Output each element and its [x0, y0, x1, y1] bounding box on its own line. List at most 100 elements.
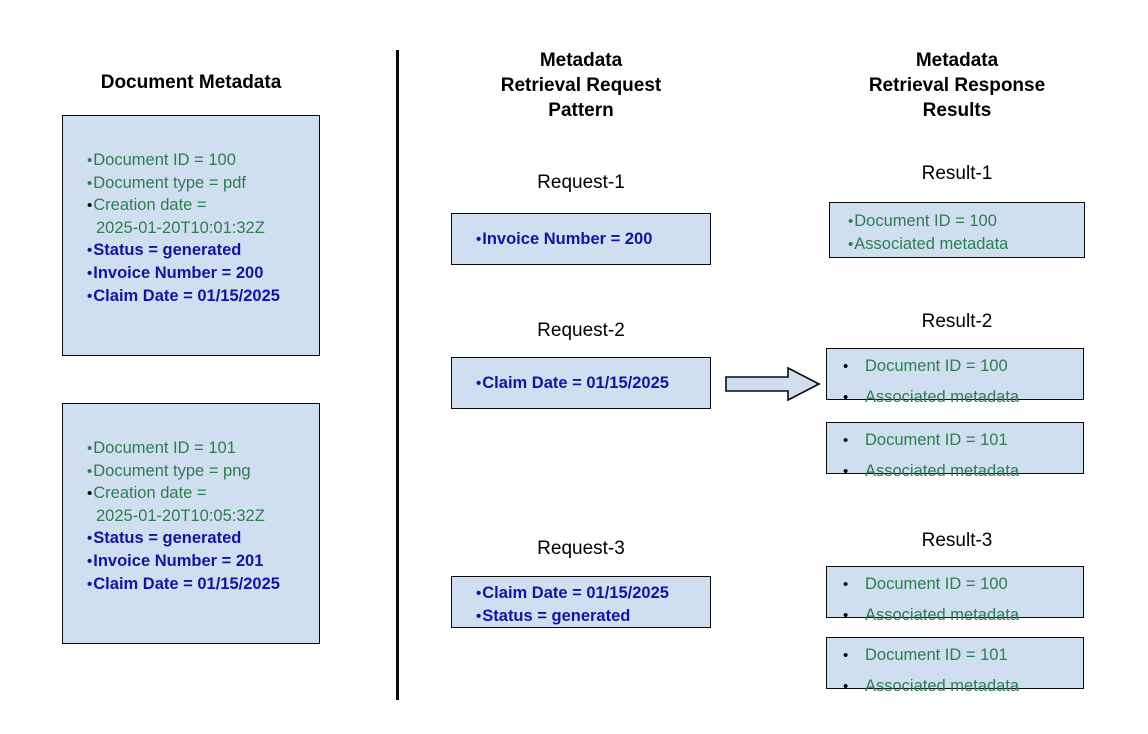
result-3-box-1-content: • Document ID = 100• Associated metadata — [827, 567, 1083, 632]
arrow-icon — [725, 366, 821, 402]
result-2-box-2: • Document ID = 101 • Associated metadata — [826, 422, 1084, 480]
document-metadata-box-2: •Document ID = 101•Document type = png•C… — [62, 403, 320, 644]
bullet-icon: • — [476, 231, 482, 248]
request-2-item-0-label: Claim Date = 01/15/2025 — [482, 374, 669, 392]
result-2-box-1-item-1-label: Associated metadata — [865, 388, 1020, 407]
result-2-box-2-item-1-label: Associated metadata — [865, 462, 1020, 481]
result-1-box-1-content: •Document ID = 100•Associated metadata — [830, 203, 1084, 255]
document-metadata-0-item-1: •Document type = pdf — [87, 172, 319, 195]
document-metadata-0-item-2: •Creation date = — [87, 194, 319, 217]
document-metadata-1-item-1-label: Document type = png — [93, 461, 251, 480]
bullet-icon: • — [87, 552, 93, 570]
result-label-3: Result-3 — [921, 530, 993, 551]
bullet-icon: • — [87, 264, 93, 282]
document-metadata-1-item-5-label: Invoice Number = 201 — [93, 551, 264, 570]
result-3-box-1-item-0-label: Document ID = 100 — [865, 575, 1008, 593]
request-box-1: •Invoice Number = 200 — [451, 213, 711, 265]
request-1-item-0-label: Invoice Number = 200 — [482, 230, 653, 248]
document-metadata-0-continuation-3: 2025-01-20T10:01:32Z — [96, 218, 265, 237]
document-metadata-0-item-0-label: Document ID = 100 — [93, 151, 236, 169]
column-title-response-results: Metadata Retrieval Response Results — [868, 50, 1046, 122]
bullet-icon: • — [848, 213, 854, 230]
document-metadata-1-continuation-3: 2025-01-20T10:05:32Z — [96, 506, 265, 525]
result-2-box-2-content: • Document ID = 101 • Associated metadata — [827, 423, 1083, 488]
document-metadata-1-item-0: •Document ID = 101 — [87, 437, 319, 460]
result-3-box-2-item-1-label: Associated metadata — [865, 677, 1020, 696]
document-metadata-1-item-0-label: Document ID = 101 — [93, 439, 236, 457]
result-2-box-1-item-1: • Associated metadata — [827, 382, 1083, 413]
result-2-box-1-item-0: • Document ID = 100 — [827, 351, 1083, 382]
bullet-icon: • — [843, 463, 849, 481]
request-box-2: •Claim Date = 01/15/2025 — [451, 357, 711, 409]
document-metadata-1-item-5: •Invoice Number = 201 — [87, 550, 319, 573]
request-label-1: Request-1 — [537, 172, 625, 193]
bullet-icon: • — [843, 358, 849, 375]
bullet-icon: • — [87, 462, 93, 480]
bullet-icon: • — [87, 242, 93, 260]
document-metadata-1-item-4: •Status = generated — [87, 527, 319, 550]
document-metadata-0-item-4-label: Status = generated — [93, 241, 242, 260]
result-2-box-1-content: • Document ID = 100 • Associated metadata — [827, 349, 1083, 414]
document-metadata-0-item-5: •Invoice Number = 200 — [87, 262, 319, 285]
result-label-2: Result-2 — [921, 311, 993, 332]
result-3-box-1: • Document ID = 100• Associated metadata — [826, 566, 1084, 624]
result-2-box-2-item-0-label: Document ID = 101 — [865, 431, 1008, 449]
bullet-icon: • — [87, 197, 93, 215]
vertical-divider — [396, 50, 399, 700]
flow-arrow-request2-to-result2 — [724, 366, 822, 402]
bullet-icon: • — [843, 647, 849, 664]
bullet-icon: • — [843, 678, 849, 696]
result-3-box-2-item-0-label: Document ID = 101 — [865, 646, 1008, 664]
document-metadata-1-item-2-label: Creation date = — [93, 484, 207, 503]
bullet-icon: • — [87, 440, 93, 457]
bullet-icon: • — [87, 485, 93, 503]
request-3-item-1-label: Status = generated — [482, 606, 631, 625]
document-metadata-1-item-2: •Creation date = — [87, 482, 319, 505]
result-3-box-2: • Document ID = 101 • Associated metadata — [826, 637, 1084, 695]
document-metadata-0-item-6: •Claim Date = 01/15/2025 — [87, 285, 319, 308]
column-title-request-pattern: Metadata Retrieval Request Pattern — [500, 50, 662, 122]
result-3-box-2-item-0: • Document ID = 101 — [827, 640, 1083, 671]
result-2-box-1: • Document ID = 100 • Associated metadata — [826, 348, 1084, 406]
document-metadata-1-item-4-label: Status = generated — [93, 529, 242, 548]
request-3-item-1: •Status = generated — [476, 605, 710, 628]
request-box-2-content: •Claim Date = 01/15/2025 — [452, 358, 710, 395]
result-2-box-2-item-1: • Associated metadata — [827, 456, 1083, 487]
document-metadata-box-1: •Document ID = 100•Document type = pdf•C… — [62, 115, 320, 356]
bullet-icon: • — [476, 375, 482, 392]
request-3-item-0-label: Claim Date = 01/15/2025 — [482, 584, 669, 602]
document-metadata-0-item-2-label: Creation date = — [93, 196, 207, 215]
request-box-3-content: •Claim Date = 01/15/2025•Status = genera… — [452, 577, 710, 627]
bullet-icon: • — [87, 530, 93, 548]
request-2-item-0: •Claim Date = 01/15/2025 — [476, 372, 710, 395]
document-metadata-0-item-4: •Status = generated — [87, 239, 319, 262]
result-3-box-1-item-0: • Document ID = 100 — [827, 569, 1083, 600]
bullet-icon: • — [848, 235, 854, 253]
result-3-box-2-content: • Document ID = 101 • Associated metadata — [827, 638, 1083, 703]
bullet-icon: • — [843, 389, 849, 407]
result-1-box-1-item-1: •Associated metadata — [848, 233, 1084, 256]
bullet-icon: • — [87, 575, 93, 593]
request-label-3: Request-3 — [537, 538, 625, 559]
request-box-1-content: •Invoice Number = 200 — [452, 214, 710, 251]
document-metadata-1-item-1: •Document type = png — [87, 460, 319, 483]
request-box-3: •Claim Date = 01/15/2025•Status = genera… — [451, 576, 711, 628]
result-1-box-1-item-0: •Document ID = 100 — [848, 210, 1084, 233]
result-1-box-1: •Document ID = 100•Associated metadata — [829, 202, 1085, 258]
result-label-1: Result-1 — [921, 163, 993, 184]
request-label-2: Request-2 — [537, 320, 625, 341]
document-metadata-1-item-6-label: Claim Date = 01/15/2025 — [93, 574, 280, 593]
result-3-box-2-item-1: • Associated metadata — [827, 671, 1083, 702]
document-metadata-box-1-content: •Document ID = 100•Document type = pdf•C… — [63, 116, 319, 307]
result-3-box-1-item-1-label: Associated metadata — [865, 606, 1020, 625]
result-1-box-1-item-1-label: Associated metadata — [854, 234, 1009, 253]
document-metadata-0-item-1-label: Document type = pdf — [93, 173, 246, 192]
document-metadata-1-item-6: •Claim Date = 01/15/2025 — [87, 573, 319, 596]
result-2-box-1-item-0-label: Document ID = 100 — [865, 357, 1008, 375]
column-title-document-metadata: Document Metadata — [100, 72, 282, 93]
bullet-icon: • — [843, 432, 849, 449]
bullet-icon: • — [843, 576, 849, 593]
bullet-icon: • — [87, 287, 93, 305]
document-metadata-0-item-5-label: Invoice Number = 200 — [93, 263, 264, 282]
